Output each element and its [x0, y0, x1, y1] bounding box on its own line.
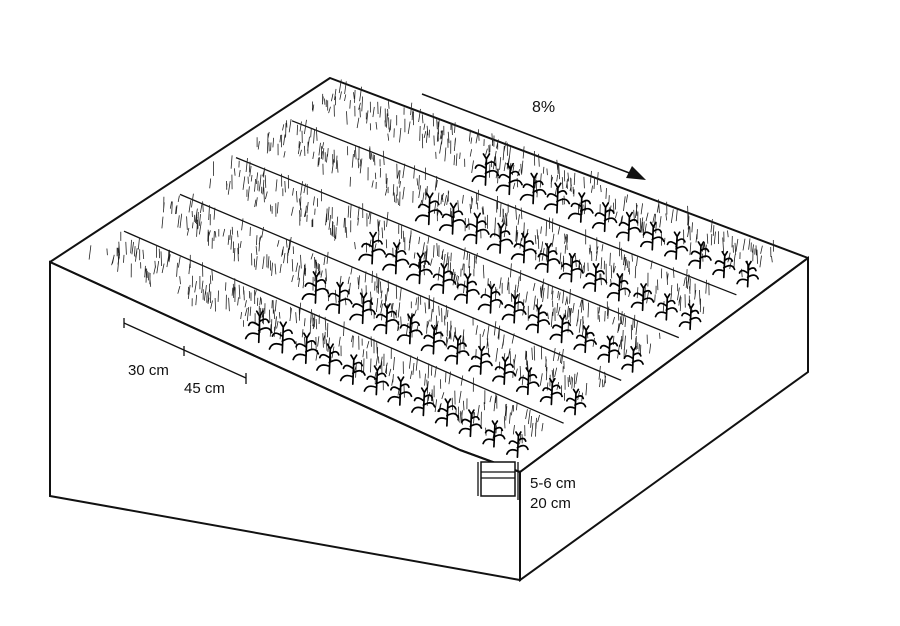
corn-plant [325, 281, 353, 315]
corn-plant [736, 260, 760, 288]
trench-cross-section [477, 461, 519, 500]
corn-plant [387, 376, 413, 406]
corn-plant [688, 241, 712, 270]
corn-plant [515, 367, 540, 396]
corn-plant [510, 232, 537, 264]
corn-plant [434, 398, 459, 427]
corn-plant [567, 192, 594, 223]
grass-strip [161, 193, 607, 402]
corn-plant [396, 313, 423, 345]
corn-plant [268, 321, 296, 354]
corn-plant [621, 345, 644, 373]
corn-plant [414, 192, 443, 226]
corn-plant [486, 222, 514, 254]
grass-hatching [209, 155, 661, 359]
corn-plant [471, 153, 500, 186]
grass-hatching [256, 119, 710, 317]
corn-plant [712, 250, 736, 279]
crop-row [358, 231, 644, 373]
corn-plant [591, 202, 618, 233]
crop-row [471, 153, 760, 288]
corn-plant [358, 231, 386, 265]
corn-plant [363, 365, 390, 396]
crop-row [244, 310, 529, 459]
corn-plant [563, 388, 587, 416]
corn-plant [462, 212, 490, 245]
corn-plant [573, 325, 598, 354]
corn-plant [558, 252, 584, 283]
corn-plant [458, 409, 483, 438]
corn-plant [597, 335, 621, 363]
corn-plant [339, 354, 366, 385]
corn-plant [482, 420, 506, 448]
corn-plant [405, 252, 433, 285]
corn-plant [349, 292, 377, 325]
corn-plant [606, 273, 631, 302]
corn-plant [495, 162, 523, 196]
corn-plant [244, 310, 273, 344]
corn-plant [654, 293, 678, 321]
corn-plant [468, 345, 493, 375]
trench-width-label: 20 cm [530, 495, 571, 512]
crop-row [414, 192, 702, 331]
strip-width-dimension [123, 318, 247, 384]
corn-plant [501, 294, 527, 324]
corn-plant [372, 303, 400, 335]
field-top-surface [49, 77, 809, 473]
corn-plant [525, 304, 551, 334]
strip-boundary-line [235, 156, 680, 339]
slope-label: 8% [532, 99, 555, 116]
corn-plant [519, 172, 547, 205]
grass-hatching [88, 231, 544, 445]
corn-plant [382, 242, 410, 275]
grass-strip [209, 155, 661, 359]
corn-plant [411, 387, 436, 417]
strip-narrow-label: 30 cm [128, 362, 169, 379]
corn-plant [678, 303, 702, 331]
grass-strip [88, 231, 544, 445]
corn-plant [316, 343, 343, 375]
strip-boundary-line [291, 120, 737, 296]
vegetation-layer [88, 79, 774, 459]
strip-wide-label: 45 cm [184, 380, 225, 397]
grass-hatching [161, 193, 607, 402]
corn-plant [292, 332, 320, 365]
corn-plant [664, 231, 689, 260]
crop-row [301, 271, 587, 416]
corn-plant [492, 356, 517, 385]
corn-plant [539, 377, 563, 406]
corn-plant [429, 262, 457, 295]
trench-depth-label: 5-6 cm [530, 475, 576, 492]
block-left-face [49, 260, 521, 582]
corn-plant [639, 221, 665, 251]
slope-arrow [421, 93, 646, 180]
corn-plant [549, 314, 574, 344]
corn-plant [477, 283, 504, 314]
corn-plant [543, 182, 571, 214]
corn-plant [534, 242, 561, 273]
corn-plant [444, 335, 470, 365]
grass-strip [256, 119, 710, 317]
strip-boundary-line [179, 193, 622, 381]
corn-plant [506, 431, 529, 459]
corn-plant [438, 202, 467, 235]
corn-plant [630, 283, 655, 312]
corn-plant [615, 211, 641, 242]
corn-plant [453, 273, 480, 304]
corn-plant [582, 263, 608, 293]
corn-plant [420, 324, 447, 355]
corn-plant [301, 271, 330, 304]
